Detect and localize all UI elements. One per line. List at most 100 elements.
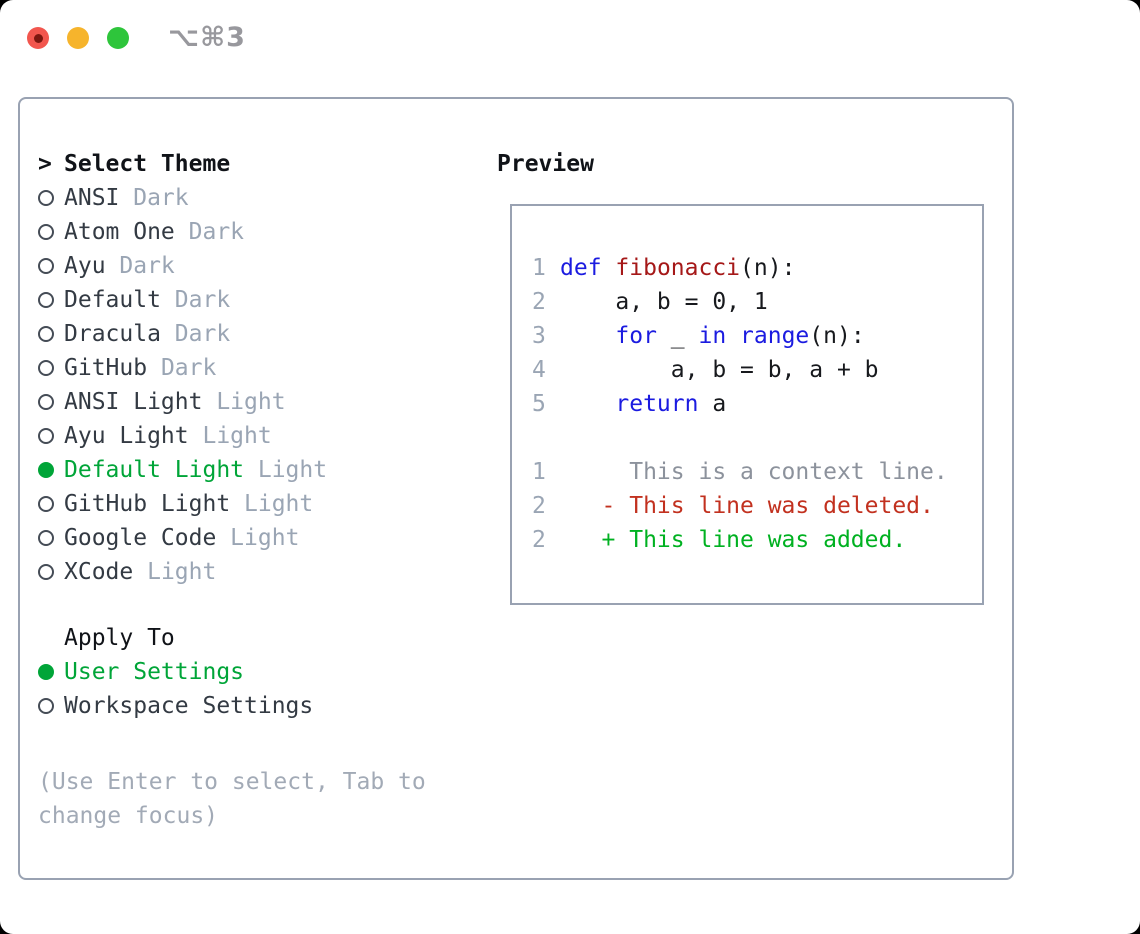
focus-cursor-icon: > [38,151,52,177]
line-number: 4 [532,357,546,383]
code-segment-keyword: in [698,323,727,349]
theme-option-ayu-light[interactable]: Ayu Light Light [38,419,426,453]
code-text: + This line was added. [560,523,907,557]
line-number [532,421,546,455]
theme-option-default-light[interactable]: Default Light Light [38,453,426,487]
line-number: 2 [532,493,546,519]
code-line [532,421,982,455]
code-line: 4 a, b = b, a + b [532,353,982,387]
apply-to-list: User Settings Workspace Settings [38,655,426,723]
apply-option-user-settings[interactable]: User Settings [38,655,426,689]
code-segment-code-default: a, b = b, a + b [560,357,879,383]
theme-option-atom-one[interactable]: Atom One Dark [38,215,426,249]
code-segment-code-default: a [698,391,727,417]
code-line: 2 - This line was deleted. [532,489,982,523]
window-title: ⌥⌘3 [168,22,246,53]
code-segment-code-default: a, b = 0, 1 [560,289,768,315]
theme-option-default[interactable]: Default Dark [38,283,426,317]
code-segment-added-line: + This line was added. [560,527,907,553]
option-variant-label: Light [188,423,272,449]
select-theme-header: > Select Theme [38,147,426,181]
option-variant-label: Light [230,491,314,517]
code-segment-context-line: This is a context line. [560,459,948,485]
line-number: 1 [532,459,546,485]
close-button[interactable] [27,27,49,49]
option-label: Default [64,287,161,313]
code-text: This is a context line. [560,455,948,489]
radio-icon [38,564,64,580]
option-label: User Settings [64,659,245,685]
theme-option-google-code[interactable]: Google Code Light [38,521,426,555]
radio-icon [38,224,64,240]
theme-picker-panel: > Select Theme ANSI Dark Atom One Dark A… [18,97,1014,880]
maximize-button[interactable] [107,27,129,49]
option-label: Default Light [64,457,245,483]
theme-option-github-light[interactable]: GitHub Light Light [38,487,426,521]
code-line: 5 return a [532,387,982,421]
code-text: for _ in range(n): [560,319,864,353]
radio-icon [38,394,64,410]
code-segment-code-default [560,391,615,417]
code-line: 2 + This line was added. [532,523,982,557]
apply-to-title: Apply To [64,625,175,651]
radio-icon [38,292,64,308]
line-number: 1 [532,255,546,281]
radio-icon [38,698,64,714]
hint-text-line-1: (Use Enter to select, Tab to [38,769,426,795]
theme-option-github[interactable]: GitHub Dark [38,351,426,385]
option-variant-label: Light [244,457,328,483]
hint-text-line-2: change focus) [38,803,219,829]
radio-icon [38,190,64,206]
radio-icon [38,360,64,376]
option-variant-label: Light [202,389,286,415]
code-segment-keyword: return [615,391,699,417]
theme-list-column: > Select Theme ANSI Dark Atom One Dark A… [38,147,426,833]
theme-option-dracula[interactable]: Dracula Dark [38,317,426,351]
titlebar: ⌥⌘3 [0,0,1140,76]
theme-option-ansi[interactable]: ANSI Dark [38,181,426,215]
code-text: a, b = b, a + b [560,353,879,387]
option-variant-label: Light [133,559,217,585]
minimize-button[interactable] [67,27,89,49]
line-number: 2 [532,289,546,315]
option-label: Ayu [64,253,106,279]
code-preview-box: 1 def fibonacci(n): 2 a, b = 0, 1 3 for … [510,204,984,605]
option-label: Dracula [64,321,161,347]
option-variant-label: Dark [119,185,189,211]
code-text: a, b = 0, 1 [560,285,768,319]
option-label: Google Code [64,525,217,551]
radio-icon [38,664,64,680]
code-segment-code-default: (n): [740,255,796,281]
theme-option-ansi-light[interactable]: ANSI Light Light [38,385,426,419]
option-label: GitHub Light [64,491,231,517]
apply-option-workspace-settings[interactable]: Workspace Settings [38,689,426,723]
option-label: ANSI [64,185,120,211]
close-button-dot-icon [33,33,43,43]
radio-icon [38,326,64,342]
code-text: return a [560,387,726,421]
code-text: - This line was deleted. [560,489,934,523]
option-variant-label: Dark [160,287,231,313]
option-variant-label: Light [216,525,300,551]
code-text: def fibonacci(n): [560,251,795,285]
option-label: Workspace Settings [64,693,314,719]
code-segment-code-default [726,323,740,349]
option-label: ANSI Light [64,389,203,415]
code-line: 1 This is a context line. [532,455,982,489]
code-line: 3 for _ in range(n): [532,319,982,353]
line-number: 3 [532,323,546,349]
code-line: 1 def fibonacci(n): [532,251,982,285]
code-segment-code-default [560,323,615,349]
radio-icon [38,530,64,546]
theme-option-ayu[interactable]: Ayu Dark [38,249,426,283]
option-variant-label: Dark [147,355,217,381]
theme-option-xcode[interactable]: XCode Light [38,555,426,589]
preview-title: Preview [497,151,594,177]
code-segment-keyword: def [560,255,602,281]
option-variant-label: Dark [160,321,231,347]
code-segment-function-name: fibonacci [615,255,741,281]
option-label: Atom One [64,219,175,245]
section-gap [38,589,426,621]
radio-icon [38,462,64,478]
